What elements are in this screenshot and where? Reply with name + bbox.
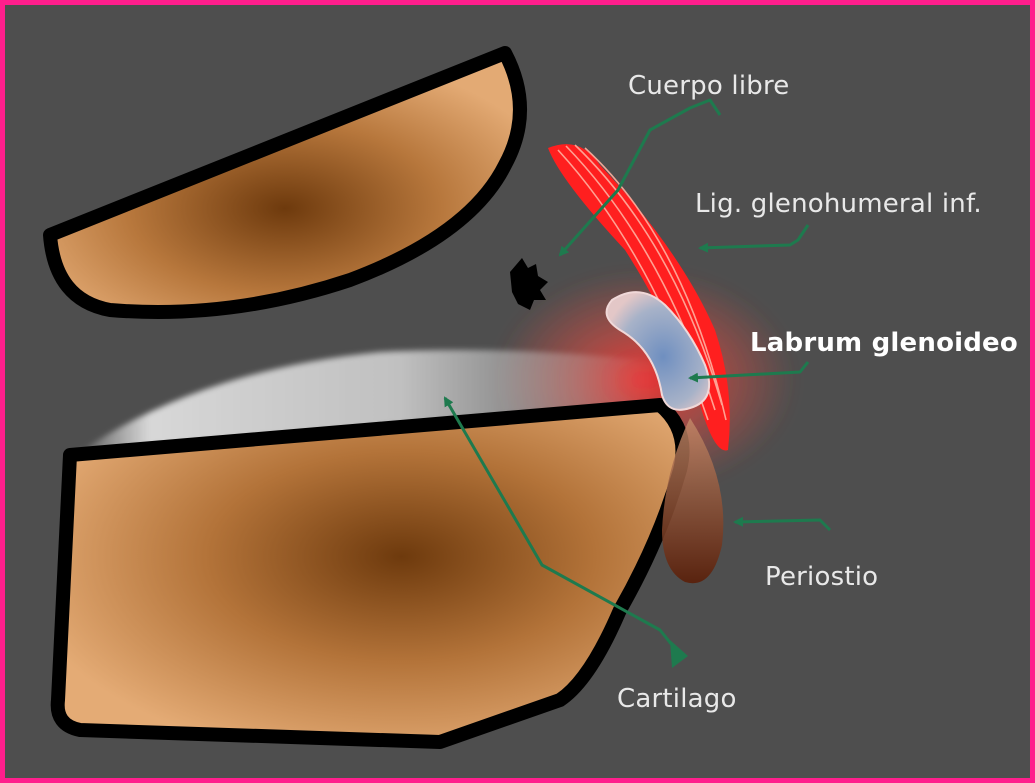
shoulder-anatomy-illustration [5,5,1030,778]
label-periostio: Periostio [765,562,878,592]
label-cartilago: Cartilago [617,684,737,714]
upper-bone [50,53,520,312]
label-labrum-glenoideo: Labrum glenoideo [750,328,1018,358]
diagram-canvas: Cuerpo libre Lig. glenohumeral inf. Labr… [5,5,1030,778]
lower-bone [58,405,683,742]
label-cuerpo-libre: Cuerpo libre [628,71,789,101]
cartilago-leader-tail [670,640,688,668]
leader-periostio [735,520,830,530]
label-lig-glenohumeral: Lig. glenohumeral inf. [695,189,982,219]
leader-ligament [700,225,808,248]
